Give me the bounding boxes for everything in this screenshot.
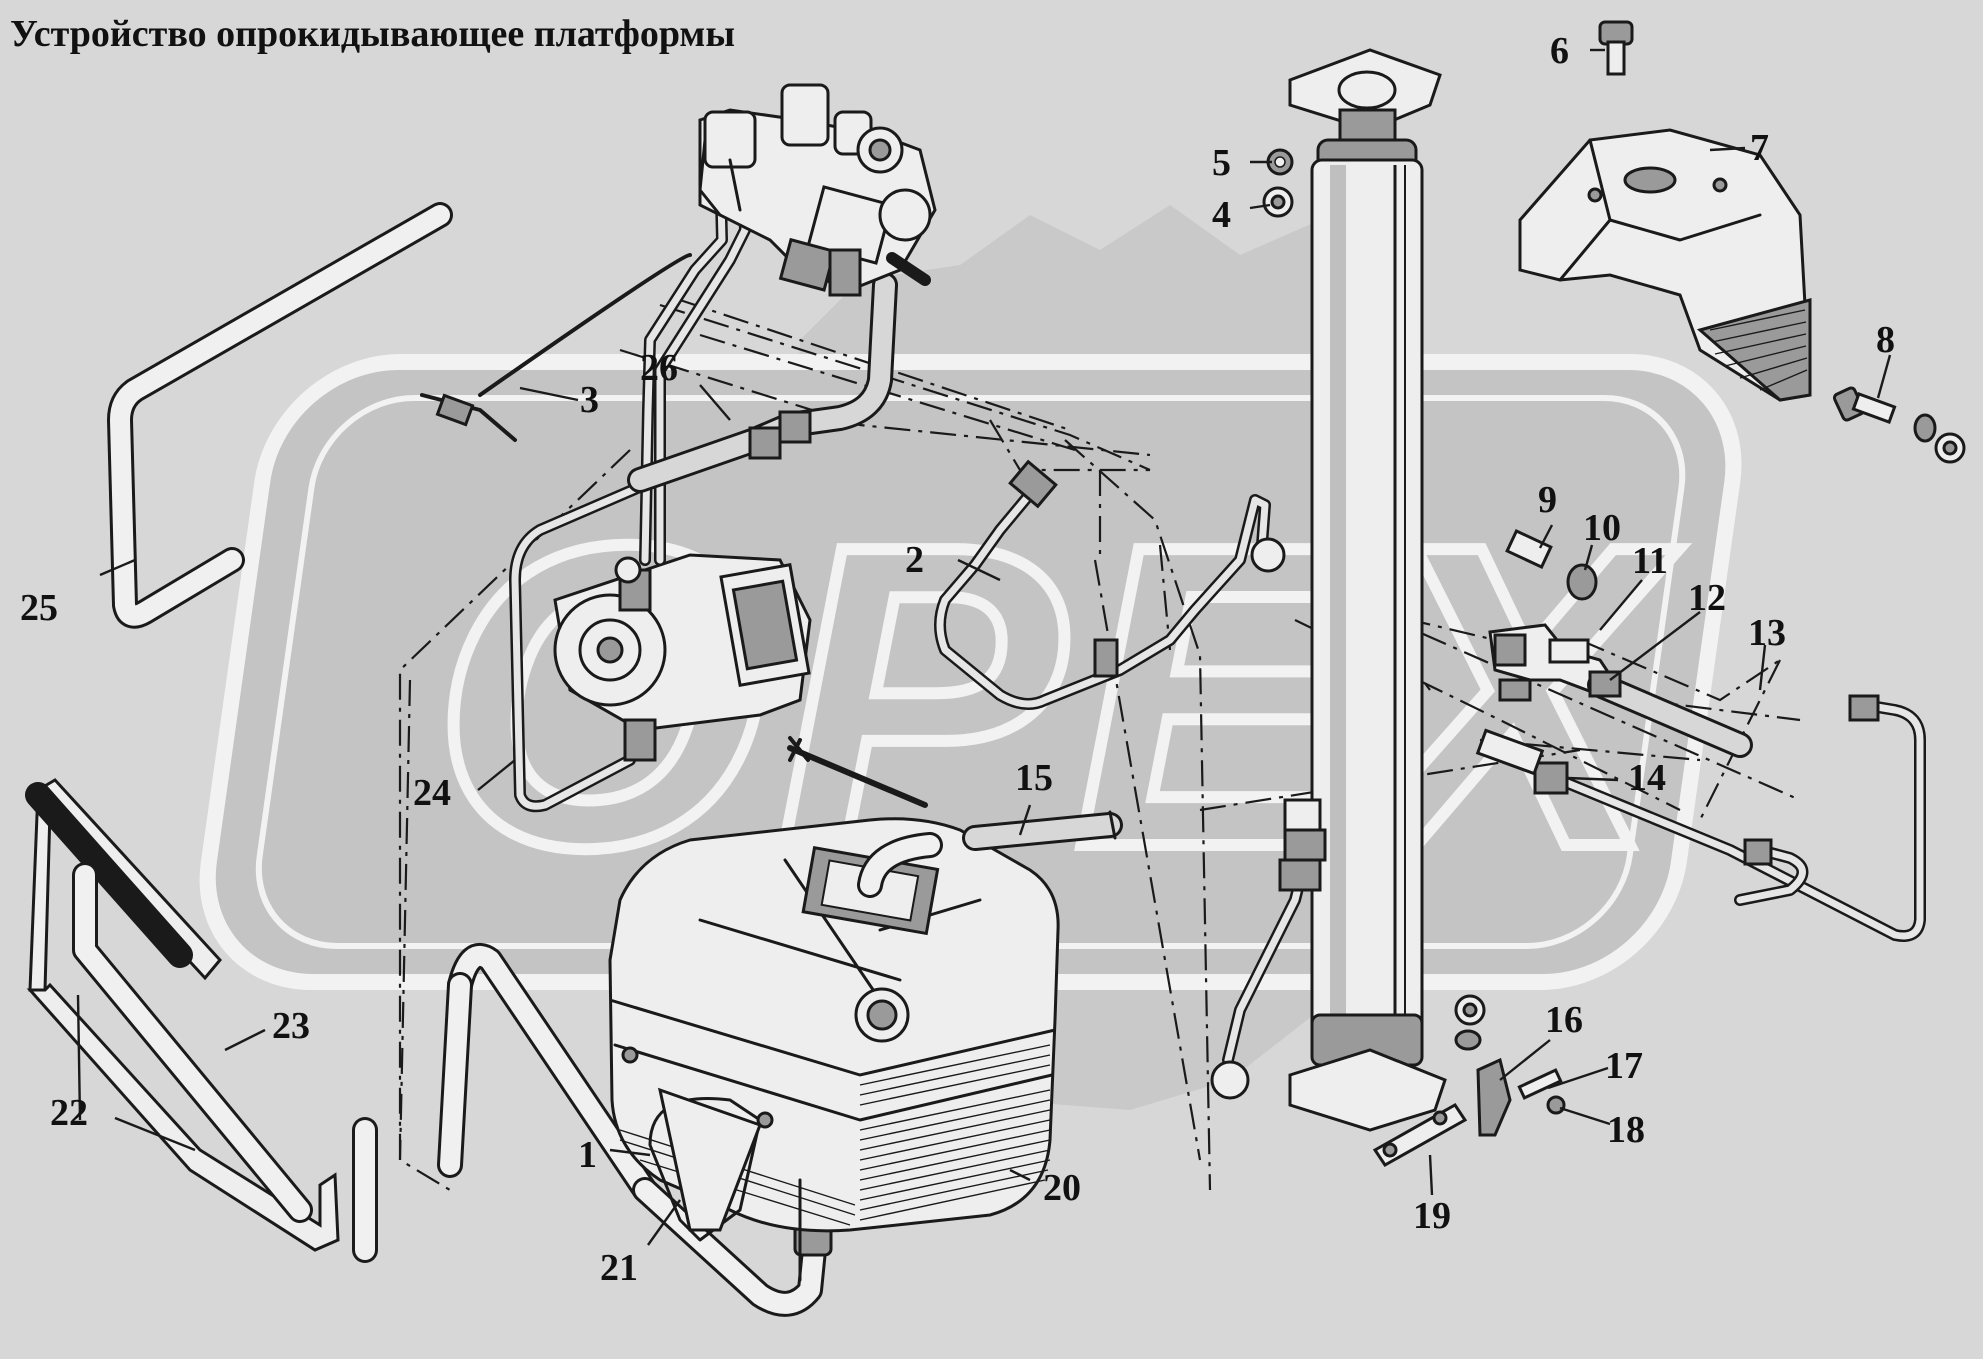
part-7-bracket (1518, 128, 1812, 402)
callout-16: 16 (1545, 999, 1583, 1041)
part-13-14-pipe (1475, 694, 1926, 942)
leader-lines (76, 48, 1892, 1246)
part-hydraulic-cylinder (1288, 48, 1447, 1132)
callout-9: 9 (1538, 479, 1557, 521)
part-26-valve-assembly (420, 83, 937, 566)
callout-8: 8 (1876, 319, 1895, 361)
callout-11: 11 (1632, 540, 1668, 582)
callout-25: 25 (20, 587, 58, 629)
callout-26: 26 (640, 347, 678, 389)
callout-20: 20 (1043, 1167, 1081, 1209)
part-2-pipe (934, 459, 1286, 710)
callout-14: 14 (1628, 757, 1666, 799)
part-15-hose (962, 810, 1123, 851)
callout-5: 5 (1212, 142, 1231, 184)
callout-24: 24 (413, 772, 451, 814)
part-21-pipe (632, 1177, 833, 1317)
callout-1: 1 (578, 1134, 597, 1176)
part-9-10-11-fittings (1488, 529, 1623, 702)
callout-2: 2 (905, 539, 924, 581)
part-lower-pipe (1210, 798, 1327, 1100)
part-24-pump (509, 429, 812, 813)
callout-23: 23 (272, 1005, 310, 1047)
part-20-oil-tank (608, 817, 1060, 1282)
callout-12: 12 (1688, 577, 1726, 619)
part-8-fasteners (1832, 386, 1966, 464)
callout-7: 7 (1750, 127, 1769, 169)
callout-3: 3 (580, 379, 599, 421)
part-4-5-nuts (1262, 148, 1294, 218)
part-22-23-tubes (25, 778, 658, 1263)
part-6-bolt (1598, 20, 1634, 76)
part-25-tube (107, 202, 453, 629)
callout-10: 10 (1583, 507, 1621, 549)
callout-6: 6 (1550, 30, 1569, 72)
page-title: Устройство опрокидывающее платформы (10, 13, 735, 55)
callout-18: 18 (1607, 1109, 1645, 1151)
callout-4: 4 (1212, 194, 1231, 236)
dipstick (787, 736, 928, 808)
callout-13: 13 (1748, 612, 1786, 654)
callout-17: 17 (1605, 1045, 1643, 1087)
callout-21: 21 (600, 1247, 638, 1289)
callout-19: 19 (1413, 1195, 1451, 1237)
callout-numbers: 1 2 3 4 5 6 7 8 9 10 11 12 13 14 15 16 1… (20, 30, 1895, 1289)
callout-15: 15 (1015, 757, 1053, 799)
callout-22: 22 (50, 1092, 88, 1134)
